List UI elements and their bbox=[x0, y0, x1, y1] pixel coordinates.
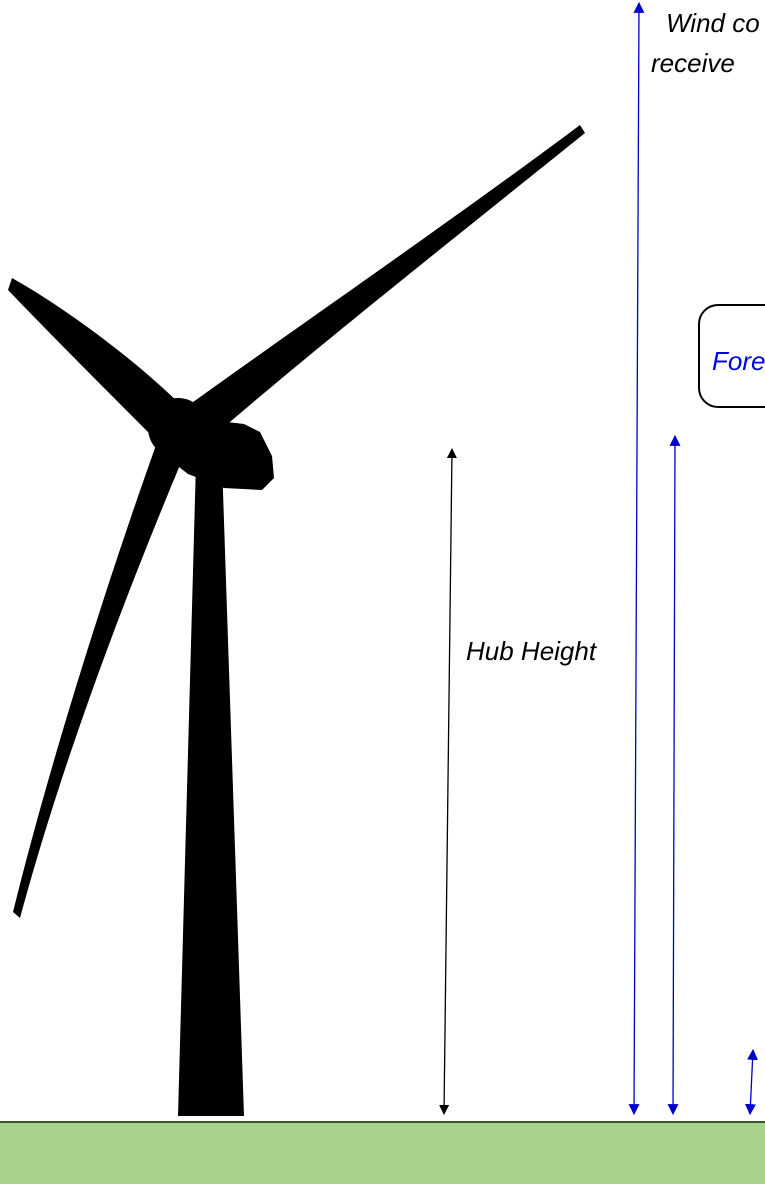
low-height-arrow bbox=[744, 1048, 759, 1116]
turbine-blade-lower bbox=[13, 434, 188, 918]
forecast-label-text: Fore bbox=[712, 346, 765, 376]
turbine-blade-upper bbox=[182, 125, 585, 446]
wind-label-line1: Wind co bbox=[666, 8, 760, 38]
wind-label-line2: receive bbox=[651, 48, 735, 78]
hub-height-label: Hub Height bbox=[466, 636, 597, 666]
forecast-height-arrow bbox=[667, 434, 681, 1116]
ground-strip bbox=[0, 1121, 765, 1184]
forecast-label-box bbox=[698, 304, 765, 408]
hub-height-arrow bbox=[439, 448, 457, 1115]
turbine-tower bbox=[178, 462, 244, 1116]
wind-height-arrow bbox=[628, 1, 645, 1116]
wind-turbine-icon bbox=[8, 125, 585, 1116]
turbine-blade-left bbox=[8, 278, 182, 448]
